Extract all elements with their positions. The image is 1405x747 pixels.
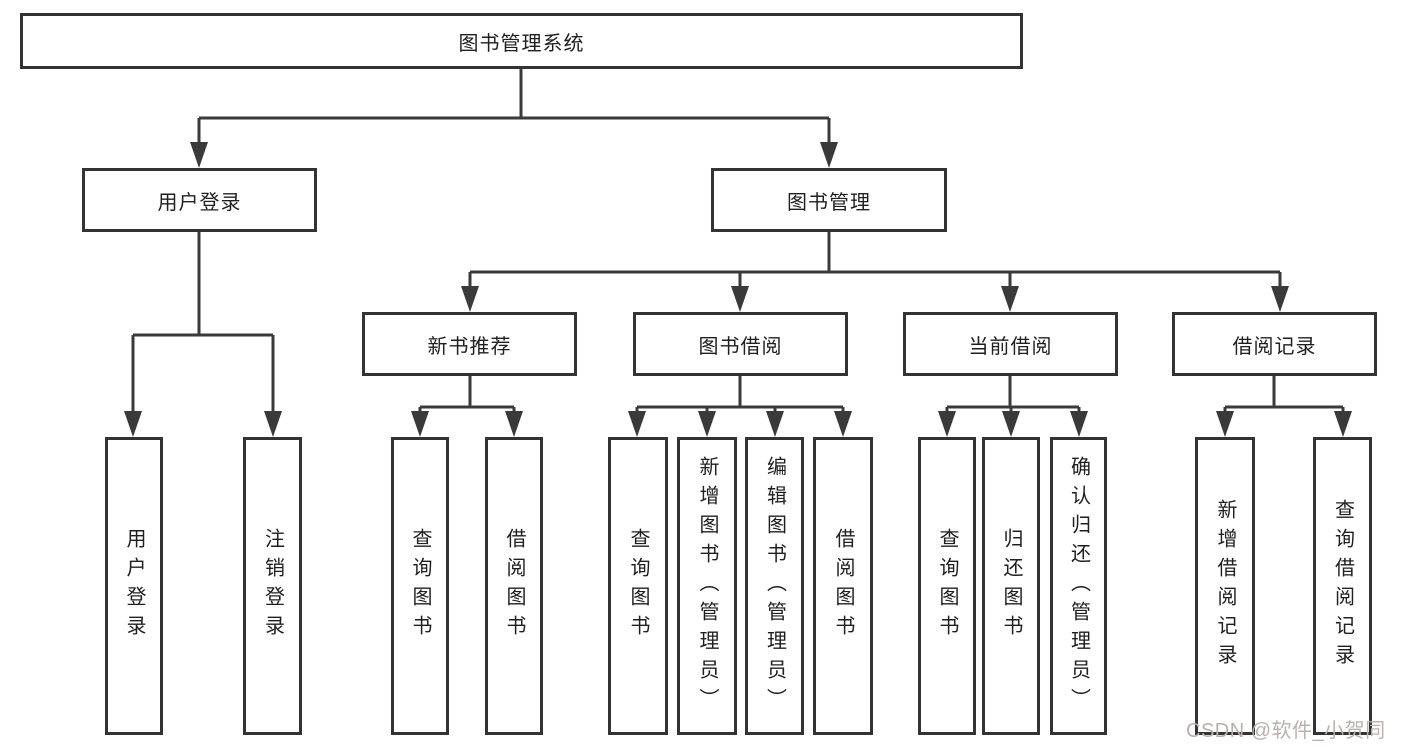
leaf-borrow-book: 借阅图书 — [813, 437, 873, 735]
node-borrowing-records: 借阅记录 — [1172, 312, 1377, 376]
leaf-return-book: 归还图书 — [982, 437, 1040, 735]
node-book-borrowing: 图书借阅 — [633, 312, 848, 376]
leaf-user-login-label: 用户登录 — [123, 528, 145, 644]
node-current-borrowing-label: 当前借阅 — [968, 335, 1053, 358]
leaf-return-book-label: 归还图书 — [1000, 528, 1022, 644]
leaf-borrow-book-recommend: 借阅图书 — [485, 437, 543, 735]
node-user-login: 用户登录 — [82, 168, 317, 232]
leaf-query-book-borrowing-label: 查询图书 — [627, 528, 649, 644]
node-root-label: 图书管理系统 — [458, 32, 585, 55]
leaf-logout: 注销登录 — [243, 437, 302, 735]
leaf-query-borrow-record: 查询借阅记录 — [1313, 437, 1372, 735]
leaf-query-book-current-label: 查询图书 — [936, 528, 958, 644]
leaf-borrow-book-recommend-label: 借阅图书 — [503, 528, 525, 644]
leaf-edit-book-admin-label: 编辑图书（管理员） — [763, 455, 786, 717]
leaf-query-book-recommend: 查询图书 — [391, 437, 449, 735]
leaf-confirm-return-admin-label: 确认归还（管理员） — [1067, 455, 1090, 717]
node-root-system: 图书管理系统 — [20, 13, 1023, 69]
leaf-logout-label: 注销登录 — [261, 528, 284, 644]
leaf-add-book-admin-label: 新增图书（管理员） — [696, 455, 718, 717]
leaf-confirm-return-admin: 确认归还（管理员） — [1050, 437, 1107, 735]
leaf-add-borrow-record-label: 新增借阅记录 — [1214, 499, 1236, 673]
node-user-login-label: 用户登录 — [157, 191, 242, 214]
leaf-query-book-recommend-label: 查询图书 — [409, 528, 431, 644]
leaf-query-book-current: 查询图书 — [918, 437, 976, 735]
node-borrowing-records-label: 借阅记录 — [1232, 335, 1317, 358]
leaf-query-borrow-record-label: 查询借阅记录 — [1331, 499, 1354, 673]
node-new-book-recommend: 新书推荐 — [362, 312, 577, 376]
node-new-book-recommend-label: 新书推荐 — [427, 335, 512, 358]
node-book-borrowing-label: 图书借阅 — [698, 335, 783, 358]
leaf-add-book-admin: 新增图书（管理员） — [677, 437, 737, 735]
node-book-management: 图书管理 — [711, 168, 947, 232]
node-current-borrowing: 当前借阅 — [903, 312, 1118, 376]
node-book-management-label: 图书管理 — [787, 191, 871, 214]
leaf-borrow-book-label: 借阅图书 — [832, 528, 854, 644]
leaf-add-borrow-record: 新增借阅记录 — [1195, 437, 1255, 735]
leaf-user-login: 用户登录 — [105, 437, 163, 735]
leaf-edit-book-admin: 编辑图书（管理员） — [745, 437, 804, 735]
leaf-query-book-borrowing: 查询图书 — [608, 437, 668, 735]
